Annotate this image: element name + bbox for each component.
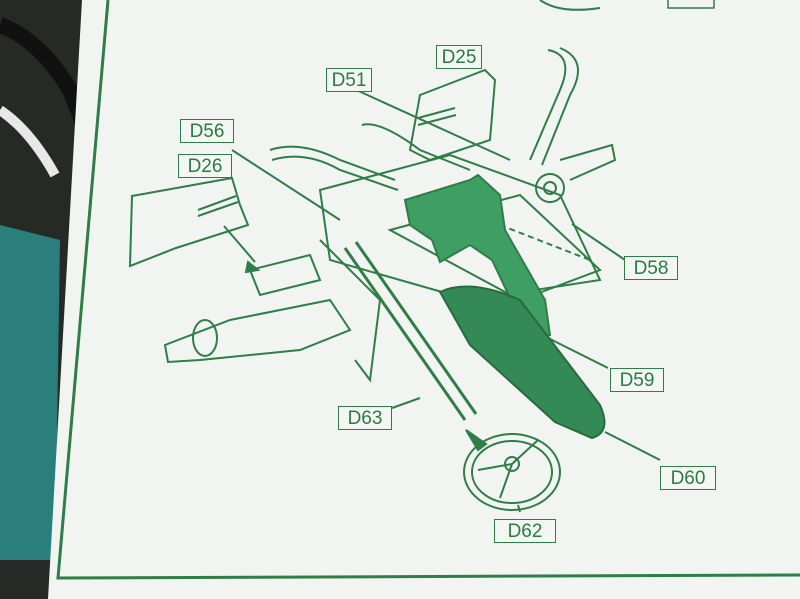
white-cable bbox=[0, 105, 60, 178]
callout-d62: D62 bbox=[494, 519, 556, 543]
callout-d59: D59 bbox=[610, 368, 664, 392]
callout-d60: D60 bbox=[660, 466, 716, 490]
callout-d58: D58 bbox=[624, 256, 678, 280]
cable-top bbox=[0, 17, 98, 143]
teal-mat bbox=[0, 225, 60, 560]
callout-d63: D63 bbox=[338, 406, 392, 430]
paper-sheet bbox=[48, 0, 800, 599]
callout-d51: D51 bbox=[326, 68, 372, 92]
highlighted-parts bbox=[403, 173, 606, 440]
callout-d25: D25 bbox=[436, 45, 482, 69]
part-d60 bbox=[438, 285, 606, 440]
callout-d56: D56 bbox=[180, 119, 234, 143]
page-border bbox=[56, 0, 800, 580]
callout-d26: D26 bbox=[178, 154, 232, 178]
gun-drawing bbox=[128, 47, 661, 513]
